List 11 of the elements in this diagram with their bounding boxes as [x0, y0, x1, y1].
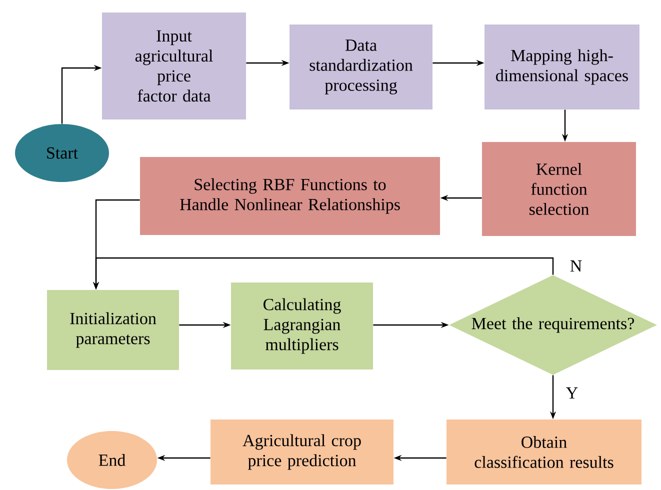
process-box: Data standardization processing	[290, 24, 432, 110]
process-box: Calculating Lagrangian multipliers	[231, 282, 373, 370]
process-box: Mapping high-dimensional spaces	[484, 24, 640, 110]
process-box: Selecting RBF Functions to Handle Nonlinear Relationships	[140, 157, 440, 235]
process-box: Obtain classification results	[446, 420, 642, 484]
edge-label: Y	[564, 386, 580, 400]
process-box: Initialization parameters	[47, 290, 179, 370]
process-box: Input agricultural price factor data	[102, 12, 246, 120]
process-box: Agricultural crop price prediction	[210, 420, 394, 484]
edge-label: N	[568, 259, 584, 273]
process-box: Kernel function selection	[482, 142, 636, 236]
